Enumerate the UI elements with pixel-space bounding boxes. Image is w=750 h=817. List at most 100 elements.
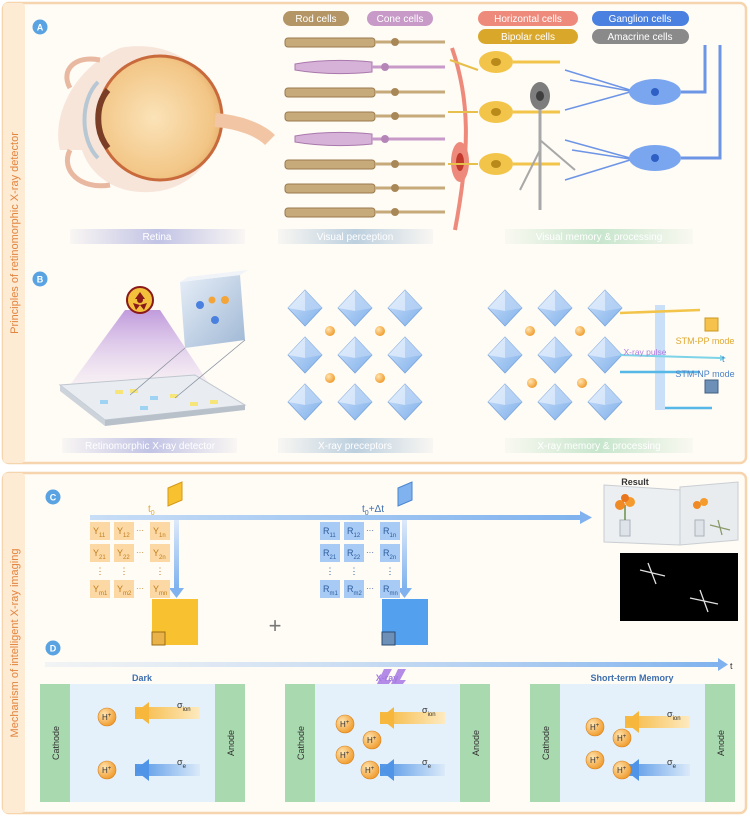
- anode-label: Anode: [226, 730, 236, 756]
- horizontal-cell: [450, 47, 469, 231]
- cathode-label: Cathode: [541, 726, 551, 760]
- t1-label: t0+Δt: [362, 504, 384, 517]
- matrix-cell: Ymn: [150, 580, 170, 598]
- perception-label: Visual perception: [317, 232, 394, 243]
- svg-text:H+: H+: [365, 766, 375, 775]
- svg-text:Ym1: Ym1: [93, 584, 108, 597]
- cathode-electrode: [285, 684, 315, 802]
- octahedron: [587, 383, 623, 421]
- matrix-cell: Rmn: [380, 580, 400, 598]
- result-label: Result: [621, 477, 649, 487]
- d-t-label: t: [730, 661, 733, 671]
- legend-horizontal: Horizontal cells: [478, 11, 578, 26]
- matrix-cell: R21: [320, 544, 340, 562]
- svg-text:Y11: Y11: [93, 526, 106, 539]
- proton-ion: H+: [612, 728, 632, 748]
- matrix-cell: R22: [344, 544, 364, 562]
- octahedron: [387, 383, 423, 421]
- legend-ganglion: Ganglion cells: [592, 11, 689, 26]
- svg-text:H+: H+: [590, 756, 600, 765]
- svg-text:σe: σe: [422, 757, 432, 770]
- svg-text:Rod cells: Rod cells: [295, 14, 336, 25]
- eye-illustration: [58, 46, 275, 193]
- svg-text:Y2n: Y2n: [153, 548, 166, 561]
- stm-pp-label: STM-PP mode: [676, 336, 735, 346]
- proton-ion: H+: [585, 750, 605, 770]
- rod-cell: [284, 111, 445, 122]
- svg-text:R21: R21: [323, 548, 337, 561]
- matrix-vdots: ⋮: [386, 566, 395, 576]
- svg-text:Y12: Y12: [117, 526, 130, 539]
- svg-text:H+: H+: [340, 720, 350, 729]
- amacrine-cell: [519, 82, 576, 210]
- pulse-plot-t-label: t: [722, 354, 725, 364]
- ganglion-cell: [564, 45, 722, 181]
- svg-text:σe: σe: [667, 757, 677, 770]
- timeline-arrow-head: [580, 511, 592, 524]
- svg-text:R22: R22: [347, 548, 361, 561]
- mechanism-section-title: Mechanism of intelligent X-ray imaging: [9, 549, 21, 738]
- matrix-ellipsis: ···: [136, 584, 144, 593]
- svg-text:Bipolar cells: Bipolar cells: [501, 32, 555, 43]
- octahedron: [587, 336, 623, 374]
- svg-text:H+: H+: [367, 736, 377, 745]
- cathode-label: Cathode: [296, 726, 306, 760]
- matrix-cell: Y22: [114, 544, 134, 562]
- panel-d-letter: D: [50, 644, 57, 654]
- octahedron: [587, 289, 623, 327]
- crystal-lattice-memory: [487, 289, 623, 421]
- octahedron: [287, 383, 323, 421]
- svg-text:R11: R11: [323, 526, 336, 539]
- svg-text:Y1n: Y1n: [153, 526, 166, 539]
- matrix-cell: R2n: [380, 544, 400, 562]
- svg-text:H+: H+: [102, 713, 112, 722]
- ion-dot: [577, 378, 587, 388]
- sigma-e-arrow: σe: [380, 757, 445, 781]
- matrix-cell: R1n: [380, 522, 400, 540]
- matrix-vdots: ⋮: [326, 566, 335, 576]
- panel-d-badge: [45, 640, 61, 656]
- svg-text:Ym2: Ym2: [117, 584, 132, 597]
- octahedron: [337, 336, 373, 374]
- pulse-plot: [619, 305, 726, 410]
- y-down-arrow: [174, 520, 179, 588]
- y-result-pixel: [151, 631, 166, 646]
- x-ray-memory-label-bar: [505, 438, 693, 453]
- cell-title: Short-term Memory: [590, 673, 673, 683]
- sigma-e-arrow: σe: [625, 757, 690, 781]
- ion-dot: [527, 378, 537, 388]
- matrix-ellipsis: ···: [366, 584, 374, 593]
- matrix-cell: Y11: [90, 522, 110, 540]
- x-ray-memory-label: X-ray memory & processing: [537, 441, 660, 452]
- proton-ion: H+: [97, 760, 117, 780]
- matrix-ellipsis: ···: [366, 548, 374, 557]
- cathode-electrode: [530, 684, 560, 802]
- matrix-cell: Ym1: [90, 580, 110, 598]
- legend-cone: Cone cells: [367, 11, 433, 26]
- matrix-cell: Rm1: [320, 580, 340, 598]
- perception-label-bar: [278, 229, 433, 244]
- octahedron: [337, 289, 373, 327]
- ion-dot: [575, 326, 585, 336]
- cell-title: X-ray: [376, 673, 399, 683]
- proton-ion: H+: [335, 714, 355, 734]
- octahedron: [537, 383, 573, 421]
- anode-electrode: [215, 684, 245, 802]
- octahedron: [487, 289, 523, 327]
- sigma-ion-arrow: σion: [625, 709, 690, 733]
- octahedron: [387, 289, 423, 327]
- rod-cell: [284, 87, 445, 98]
- panel-c-letter: C: [50, 493, 57, 503]
- ion-dot: [325, 326, 335, 336]
- legend-amacrine: Amacrine cells: [592, 29, 689, 44]
- octahedron: [487, 383, 523, 421]
- matrix-ellipsis: ···: [366, 526, 374, 535]
- svg-text:H+: H+: [590, 723, 600, 732]
- rod-cell: [284, 207, 445, 218]
- anode-electrode: [460, 684, 490, 802]
- result-image-2: [679, 481, 739, 546]
- svg-text:R12: R12: [347, 526, 361, 539]
- result-image-1: [603, 484, 681, 546]
